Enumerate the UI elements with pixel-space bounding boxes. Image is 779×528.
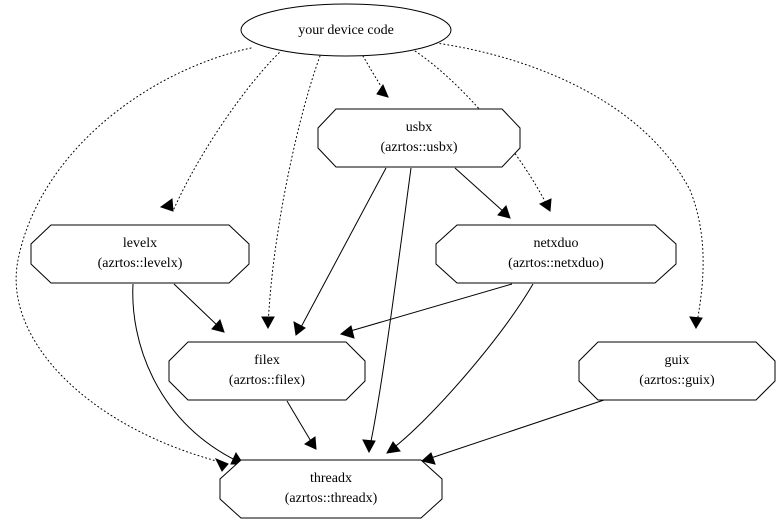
node-label-threadx-line1: threadx — [310, 471, 352, 486]
node-label-guix-line2: (azrtos::guix) — [639, 373, 715, 388]
node-shape-octagon — [435, 224, 677, 284]
node-label-levelx-line1: levelx — [123, 236, 157, 251]
node-threadx[interactable]: threadx (azrtos::threadx) — [219, 459, 443, 519]
node-label-filex-line2: (azrtos::filex) — [229, 373, 306, 388]
node-shape-octagon — [219, 459, 443, 519]
edge-usbx-to-netxduo — [454, 167, 511, 219]
node-guix[interactable]: guix (azrtos::guix) — [578, 341, 776, 401]
edge-netxduo-to-filex — [339, 283, 513, 339]
node-netxduo[interactable]: netxduo (azrtos::netxduo) — [435, 224, 677, 284]
node-label-root-line1: your device code — [298, 23, 394, 38]
edge-usbx-to-filex — [293, 167, 387, 336]
edge-root-to-netxduo — [411, 48, 552, 212]
node-label-usbx-line2: (azrtos::usbx) — [381, 140, 458, 155]
edge-root-to-guix — [435, 42, 704, 330]
node-filex[interactable]: filex (azrtos::filex) — [168, 341, 366, 401]
edge-filex-to-threadx — [286, 400, 317, 450]
edge-root-to-usbx — [362, 55, 389, 98]
edge-root-to-levelx — [159, 49, 283, 212]
node-label-filex-line1: filex — [254, 353, 280, 368]
edge-group-solid — [132, 167, 605, 465]
node-shape-octagon — [317, 108, 521, 168]
edge-usbx-to-threadx — [362, 167, 412, 454]
node-label-usbx-line1: usbx — [406, 120, 432, 135]
node-label-threadx-line2: (azrtos::threadx) — [285, 491, 378, 506]
edge-root-to-threadx — [15, 47, 252, 472]
edge-root-to-filex — [261, 55, 321, 330]
edge-netxduo-to-threadx — [386, 283, 534, 454]
node-shape-ellipse — [240, 3, 452, 57]
node-label-guix-line1: guix — [665, 353, 690, 368]
node-your-device-code[interactable]: your device code — [240, 3, 452, 57]
node-label-levelx-line2: (azrtos::levelx) — [98, 256, 183, 271]
node-shape-octagon — [578, 341, 776, 401]
node-shape-octagon — [168, 341, 366, 401]
edge-levelx-to-filex — [173, 283, 225, 333]
edge-guix-to-threadx — [420, 399, 605, 465]
node-levelx[interactable]: levelx (azrtos::levelx) — [30, 224, 250, 284]
node-shape-octagon — [30, 224, 250, 284]
node-label-netxduo-line2: (azrtos::netxduo) — [508, 256, 604, 271]
edge-group-dotted — [15, 42, 704, 472]
node-usbx[interactable]: usbx (azrtos::usbx) — [317, 108, 521, 168]
node-label-netxduo-line1: netxduo — [533, 236, 578, 251]
